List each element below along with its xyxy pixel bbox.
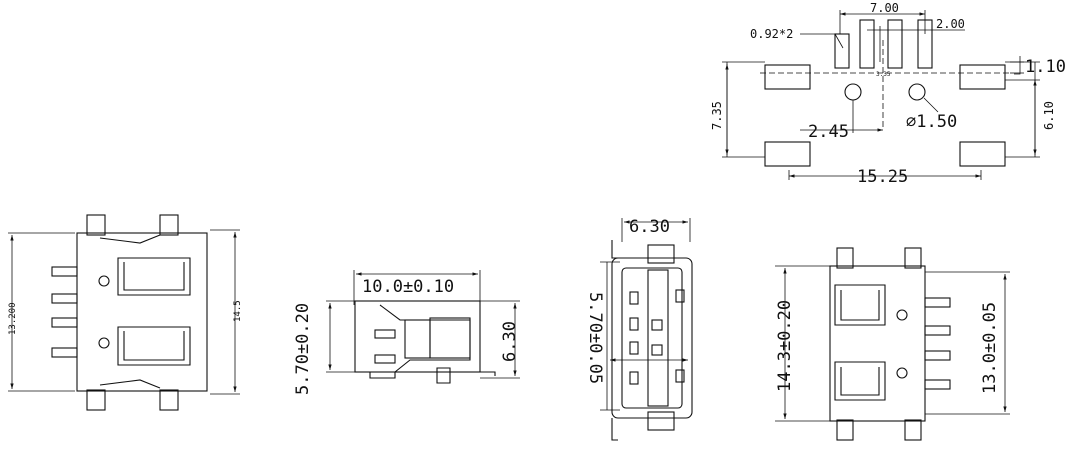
dim-pitch-top: 7.00: [870, 1, 899, 15]
dim-pin-pitch: 2.00: [936, 17, 965, 31]
dim-side-height-left: 5.70±0.20: [293, 303, 313, 395]
dim-height-right: 6.10: [1042, 101, 1056, 130]
connector-body: [76, 232, 208, 392]
dim-front-width: 6.30: [629, 217, 670, 237]
dim-width-bottom: 15.25: [857, 167, 908, 187]
front-view: 6.30 5.70±0.05: [585, 217, 693, 441]
pad-bottom-left: [764, 141, 811, 167]
dim-small: 3.35: [876, 71, 891, 78]
pin-pad-3: [887, 19, 903, 69]
dim-side-height-right: 6.30: [500, 321, 520, 362]
dim-height-left: 7.35: [710, 101, 724, 130]
dim-side-length: 10.0±0.10: [362, 277, 454, 297]
dim-left-height: 13.200: [8, 302, 18, 335]
pin-pad-2: [859, 19, 875, 69]
dim-right-height-left: 14.3±0.20: [775, 300, 795, 392]
pad-top-right: [959, 64, 1006, 90]
dim-right-height: 14.5: [233, 300, 243, 322]
side-view: 10.0±0.10 5.70±0.20 6.30: [293, 270, 520, 395]
dim-hole-offset: 2.45: [808, 122, 849, 142]
pad-bottom-right: [959, 141, 1006, 167]
dim-hole-diameter: ⌀1.50: [906, 112, 957, 132]
pcb-footprint-view: 7.00 0.92*2 2.00 3.35 1.10 7.35 6.10 2.4…: [710, 1, 1066, 187]
top-view-left: 13.200 14.5: [8, 214, 243, 411]
pin-pad-1: [834, 33, 850, 69]
top-view-right: 14.3±0.20 13.0±0.05: [775, 247, 1010, 441]
dim-front-height: 5.70±0.05: [585, 292, 605, 384]
dim-pin-width: 0.92*2: [750, 27, 793, 41]
mounting-hole-right: [908, 83, 926, 101]
dim-right-height-right: 13.0±0.05: [980, 302, 1000, 394]
mounting-hole-left: [844, 83, 862, 101]
pad-top-left: [764, 64, 811, 90]
dim-pad-height: 1.10: [1025, 57, 1066, 77]
